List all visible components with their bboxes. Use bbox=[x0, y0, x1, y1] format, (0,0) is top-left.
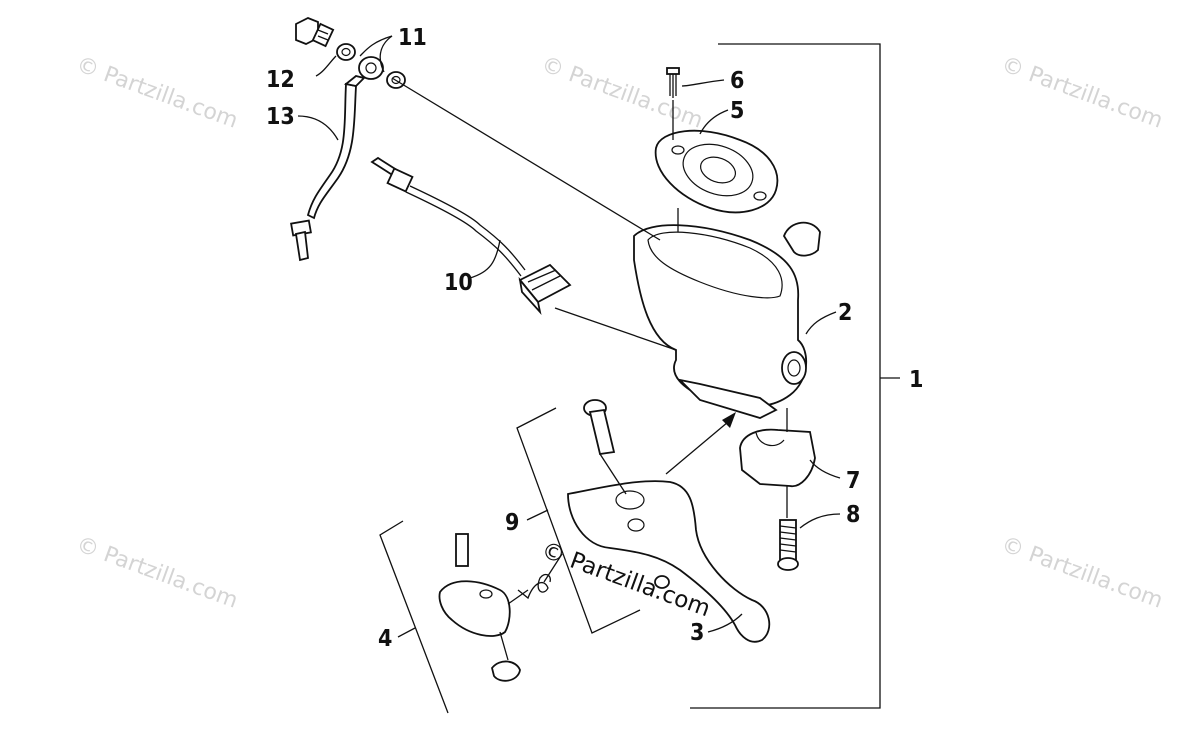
watermark-bottom-left: © Partzilla.com bbox=[73, 532, 241, 614]
assembly-bracket-9 bbox=[516, 407, 641, 634]
callout-labels: 1 2 3 4 5 6 7 8 9 10 11 12 13 bbox=[266, 25, 923, 652]
callout-10: 10 bbox=[444, 270, 473, 296]
watermark-top-right: © Partzilla.com bbox=[998, 52, 1166, 134]
callout-12: 12 bbox=[266, 67, 295, 93]
cap-screw bbox=[666, 67, 680, 98]
watermark-bottom-right: © Partzilla.com bbox=[998, 532, 1166, 614]
switch-plunger bbox=[438, 533, 521, 682]
watermark-top-left: © Partzilla.com bbox=[73, 52, 241, 134]
callout-9: 9 bbox=[505, 510, 519, 536]
callout-3: 3 bbox=[690, 620, 704, 646]
banjo-bolt bbox=[295, 17, 335, 48]
callout-5: 5 bbox=[730, 98, 744, 124]
assembly-bracket-4 bbox=[379, 520, 449, 714]
leader-lines bbox=[297, 35, 841, 661]
reservoir-cap bbox=[654, 129, 779, 214]
assembly-bracket-1 bbox=[690, 43, 900, 709]
callout-4: 4 bbox=[378, 626, 392, 652]
clamp-bolt bbox=[777, 519, 799, 571]
callout-2: 2 bbox=[838, 300, 852, 326]
callout-1: 1 bbox=[909, 367, 923, 393]
master-cylinder-body bbox=[633, 221, 821, 419]
pivot-pin bbox=[583, 399, 616, 456]
watermark-top-center: © Partzilla.com bbox=[538, 52, 706, 134]
brake-lever bbox=[567, 480, 771, 643]
brake-light-switch bbox=[370, 156, 572, 316]
lever-spring bbox=[517, 573, 551, 600]
brake-hose bbox=[290, 56, 384, 262]
callout-11: 11 bbox=[398, 25, 427, 51]
handlebar-clamp bbox=[739, 428, 816, 488]
callout-6: 6 bbox=[730, 68, 744, 94]
callout-13: 13 bbox=[266, 104, 295, 130]
callout-7: 7 bbox=[846, 468, 860, 494]
callout-8: 8 bbox=[846, 502, 860, 528]
